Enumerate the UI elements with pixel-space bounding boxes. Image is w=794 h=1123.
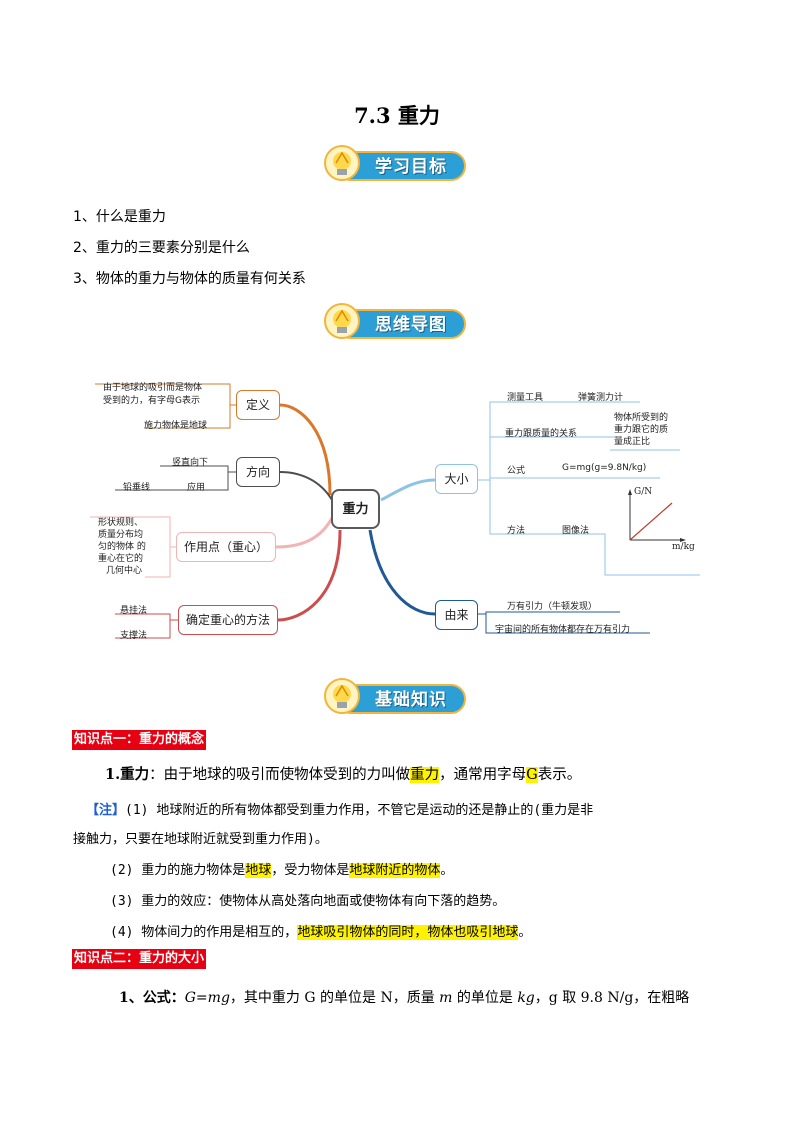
point-desc-line: 形状规则、 (98, 518, 144, 528)
note-text: (2) 重力的施力物体是 (110, 863, 246, 878)
note-line-2: (2) 重力的施力物体是地球，受力物体是地球附近的物体。 (110, 859, 453, 878)
node-point-label: 作用点（重心） (183, 540, 268, 554)
point-desc-line: 匀的物体 的 (98, 542, 146, 552)
relation-line: 重力跟它的质 (614, 425, 669, 435)
center-label: 重力 (342, 502, 369, 517)
kp1-definition: 1.重力：由于地球的吸引而使物体受到的力叫做重力，通常用字母G表示。 (105, 763, 581, 784)
note-tag: 【注】 (86, 803, 126, 818)
method-support: 支撑法 (120, 631, 148, 641)
size-tool-value: 弹簧测力计 (578, 393, 624, 403)
node-definition-label: 定义 (245, 398, 270, 412)
mindmap-banner: 思维导图 (322, 301, 472, 345)
goal-item: 1、什么是重力 (73, 209, 166, 225)
def-text: ，通常用字母 (439, 767, 527, 783)
graph-y-label: G/N (634, 487, 653, 497)
direction-down: 竖直向下 (172, 458, 209, 468)
def-text: ：由于地球的吸引而使物体受到的力叫做 (149, 767, 411, 783)
relation-line: 物体所受到的 (614, 413, 669, 423)
point-desc: 形状规则、 质量分布均 匀的物体 的 重心在它的 几何中心 (98, 517, 146, 577)
size-method-value: 图像法 (562, 526, 590, 536)
note-line-3: (3) 重力的效应：使物体从高处落向地面或使物体有向下落的趋势。 (110, 894, 506, 909)
direction-plumb: 铅垂线 (123, 483, 151, 493)
lightbulb-icon (324, 678, 360, 714)
origin-value: 万有引力（牛顿发现） (507, 602, 598, 612)
note-text: 。 (518, 925, 532, 940)
formula-text: ，其中重力 G 的单位是 N，质量 (229, 990, 440, 1006)
def-num: 1. (105, 766, 121, 783)
goals-banner: 学习目标 (322, 143, 472, 187)
def-text: 表示。 (537, 767, 582, 783)
def-highlight: 重力 (410, 767, 440, 783)
note-text: (1) 地球附近的所有物体都受到重力作用，不管它是运动的还是静止的(重力是非 (125, 803, 594, 818)
note-highlight: 地球吸引物体的同时，物体也吸引地球 (297, 925, 519, 940)
point-desc-line: 重心在它的 (98, 554, 144, 564)
node-definition: 定义 (236, 390, 280, 420)
note-text: 。 (440, 863, 454, 878)
size-relation: 重力跟质量的关系 (505, 429, 578, 439)
size-method: 方法 (507, 526, 526, 536)
size-tool: 测量工具 (507, 393, 544, 403)
note-highlight: 地球附近的物体 (349, 863, 441, 878)
size-formula: 公式 (507, 466, 526, 476)
node-origin: 由来 (435, 600, 478, 630)
graph-x-label: m/kg (672, 542, 695, 552)
note-text: ，受力物体是 (271, 863, 350, 878)
method-hang: 悬挂法 (120, 606, 148, 616)
definition-desc: 施力物体是地球 (144, 421, 208, 431)
mindmap-center-node: 重力 (331, 489, 380, 529)
point-desc-line: 几何中心 (106, 566, 143, 576)
note-line-4: (4) 物体间力的作用是相互的，地球吸引物体的同时，物体也吸引地球。 (110, 921, 531, 940)
node-direction: 方向 (236, 457, 280, 487)
formula-num: 1、公式： (119, 990, 185, 1006)
basics-banner-label: 基础知识 (375, 690, 447, 710)
lightbulb-icon (324, 303, 360, 339)
kp2-formula: 1、公式：G=mg，其中重力 G 的单位是 N，质量 m 的单位是 kg，g 取… (119, 987, 689, 1007)
point-desc-line: 质量分布均 (98, 530, 144, 540)
node-point: 作用点（重心） (176, 532, 276, 562)
mindmap-banner-label: 思维导图 (375, 315, 447, 335)
def-letter: G (526, 767, 538, 783)
note-line-1: 【注】(1) 地球附近的所有物体都受到重力作用，不管它是运动的还是静止的(重力是… (86, 799, 593, 818)
node-size-label: 大小 (444, 472, 469, 486)
relation-line: 量成正比 (614, 437, 651, 447)
goal-item: 2、重力的三要素分别是什么 (73, 240, 250, 256)
kp2-heading: 知识点二：重力的大小 (72, 949, 207, 969)
note-text: (4) 物体间力的作用是相互的， (110, 925, 298, 940)
formula-text: ，g 取 9.8 N/g，在粗略 (534, 990, 690, 1006)
page-title: 7.3 重力 (354, 103, 440, 128)
size-relation-value: 物体所受到的 重力跟它的质 量成正比 (614, 412, 668, 448)
size-formula-value: G=mg(g=9.8N/kg) (562, 463, 647, 473)
def-term: 重力 (120, 766, 150, 783)
node-method-label: 确定重心的方法 (185, 613, 270, 627)
formula-text: 的单位是 (452, 990, 518, 1006)
kp1-heading: 知识点一：重力的概念 (72, 730, 207, 750)
definition-desc: 受到的力，有字母G表示 (103, 396, 200, 406)
origin-value: 宇宙间的所有物体都存在万有引力 (495, 625, 631, 635)
note-highlight: 地球 (245, 863, 272, 878)
node-direction-label: 方向 (245, 465, 270, 479)
node-method: 确定重心的方法 (178, 605, 278, 635)
formula-kg: kg (517, 990, 535, 1006)
direction-apply: 应用 (187, 483, 206, 493)
g-m-graph (628, 489, 686, 542)
node-origin-label: 由来 (444, 608, 469, 622)
formula-m: m (439, 990, 453, 1006)
note-line-1b: 接触力，只要在地球附近就受到重力作用)。 (73, 832, 328, 847)
definition-desc: 由于地球的吸引而是物体 (103, 383, 203, 393)
goals-banner-label: 学习目标 (375, 157, 447, 177)
formula-expr: G=mg (184, 990, 230, 1006)
basics-banner: 基础知识 (322, 676, 472, 720)
lightbulb-icon (324, 145, 360, 181)
goal-item: 3、物体的重力与物体的质量有何关系 (73, 271, 306, 287)
node-size: 大小 (435, 464, 478, 494)
